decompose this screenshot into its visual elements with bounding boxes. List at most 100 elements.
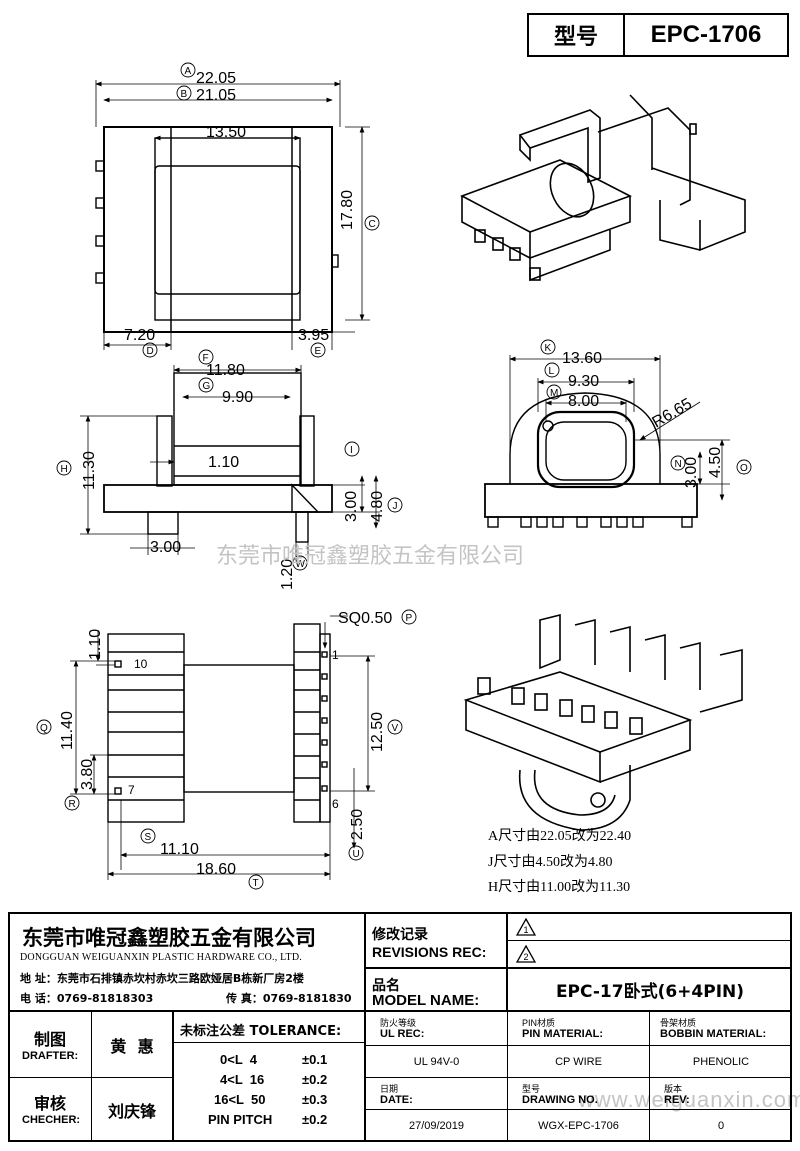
letter-b: B	[181, 89, 188, 100]
note-a: A尺寸由22.05改为22.40	[488, 829, 632, 844]
tol-value-2: ±0.2	[302, 1072, 328, 1087]
letter-r: R	[69, 799, 76, 810]
letter-v: V	[392, 723, 399, 734]
letter-p: P	[406, 613, 413, 624]
checker-label: 审核 CHECHER:	[10, 1078, 92, 1142]
side-view	[80, 365, 380, 560]
technical-drawing: 22.05 21.05 8.00 13.50 17.80 7.20 3.95	[36, 62, 752, 890]
company-fax: 传 真：0769-8181830	[226, 992, 352, 1005]
dim-g: 9.90	[222, 389, 253, 406]
date-en: DATE:	[380, 1094, 413, 1106]
bobbin-mat-en: BOBBIN MATERIAL:	[660, 1028, 767, 1040]
title-block: 东莞市唯冠鑫塑胶五金有限公司 DONGGUAN WEIGUANXIN PLAST…	[8, 912, 792, 1142]
drawing-no-value: WGX-EPC-1706	[508, 1110, 650, 1142]
pin-1: 1	[332, 648, 339, 662]
dim-u: 2.50	[349, 809, 366, 840]
dim-t: 18.60	[196, 861, 236, 878]
dim-top-width: 13.50	[206, 124, 246, 141]
dim-3-00: 3.00	[150, 539, 181, 556]
dim-o: 4.50	[707, 447, 724, 478]
dim-h: 11.30	[81, 451, 98, 490]
tol-range-1: 0<L 4	[220, 1052, 257, 1067]
bobbin-mat-cn: 骨架材质	[660, 1018, 697, 1028]
dim-q: 11.40	[59, 711, 76, 750]
letter-m: M	[550, 388, 558, 399]
dim-k: 13.60	[562, 350, 602, 367]
company-name-cn: 东莞市唯冠鑫塑胶五金有限公司	[22, 926, 316, 950]
dim-c: 17.80	[339, 190, 356, 230]
revision-row-1: 1	[508, 914, 792, 941]
revision-row-2: 2	[508, 941, 792, 969]
company-watermark: 东莞市唯冠鑫塑胶五金有限公司	[216, 544, 525, 569]
letter-o: O	[740, 463, 748, 474]
note-h: H尺寸由11.00改为11.30	[488, 880, 631, 895]
pin-7: 7	[128, 783, 135, 797]
company-name-en: DONGGUAN WEIGUANXIN PLASTIC HARDWARE CO.…	[20, 952, 302, 963]
dim-f: 11.80	[206, 362, 245, 379]
isometric-view-top	[460, 94, 746, 282]
drawing-cn: 型号	[522, 1084, 541, 1094]
drawing-no-label: 型号 DRAWING NO.	[508, 1078, 650, 1110]
revision-triangle-icon-2: 2	[516, 945, 536, 963]
dim-r: R6.65	[650, 395, 696, 431]
revision-triangle-icon: 1	[516, 918, 536, 936]
tol-range-4: PIN PITCH	[208, 1112, 273, 1127]
model-label: 型号	[529, 15, 625, 55]
dim-p: SQ0.50	[338, 610, 392, 627]
drafter-cn: 制图	[34, 1030, 67, 1049]
drawing-en: DRAWING NO.	[522, 1094, 598, 1106]
dim-1-10: 1.10	[208, 454, 239, 471]
dim-d: 7.20	[124, 327, 155, 344]
revisions-label: 修改记录 REVISIONS REC:	[366, 914, 508, 969]
dim-l: 9.30	[568, 373, 599, 390]
rev-value: 0	[717, 1120, 725, 1132]
rev-1: 1	[524, 925, 529, 935]
dim-v: 12.50	[369, 712, 386, 752]
tolerance-block: 未标注公差 TOLERANCE: 0<L 4 ±0.1 4<L 16 ±0.2 …	[174, 1012, 366, 1142]
pin-material-value: CP WIRE	[508, 1046, 650, 1078]
isometric-view-bottom	[463, 613, 743, 831]
ul-en: UL REC:	[380, 1028, 425, 1040]
letter-d: D	[147, 346, 154, 357]
pin-10: 10	[134, 657, 148, 671]
dim-w: 1.20	[279, 559, 296, 590]
rev-en: REV:	[664, 1094, 690, 1106]
tol-range-2: 4<L 16	[220, 1072, 265, 1087]
letter-k: K	[545, 343, 552, 354]
dim-i: 3.00	[343, 491, 360, 522]
dimension-letters: A B C D E F G H I J K L M N O P Q R S T …	[36, 62, 752, 890]
checker-en: CHECHER:	[22, 1114, 81, 1126]
checker-cn: 审核	[34, 1094, 67, 1113]
pin-material-label: PIN材质 PIN MATERIAL:	[508, 1012, 650, 1046]
dim-a: 22.05	[196, 70, 236, 87]
pin-mat-en: PIN MATERIAL:	[522, 1028, 604, 1040]
dim-1-10-b: 1.10	[87, 629, 104, 660]
model-header: 型号 EPC-1706	[527, 13, 789, 57]
note-j: J尺寸由4.50改为4.80	[488, 855, 613, 870]
rev-cn: 版本	[664, 1084, 683, 1094]
ul-label: 防火等级 UL REC:	[366, 1012, 508, 1046]
company-phone: 电 话：0769-81818303	[20, 992, 154, 1005]
drafter-label: 制图 DRAFTER:	[10, 1012, 92, 1078]
letter-c: C	[369, 219, 376, 230]
dim-3-80: 3.80	[79, 759, 96, 790]
dim-s: 11.10	[160, 841, 199, 858]
company-info: 东莞市唯冠鑫塑胶五金有限公司 DONGGUAN WEIGUANXIN PLAST…	[10, 914, 366, 1012]
model-value: EPC-1706	[650, 21, 762, 48]
letter-g: G	[203, 381, 211, 392]
date-cn: 日期	[380, 1084, 399, 1094]
letter-i: I	[350, 445, 353, 456]
model-name-cn: 品名	[372, 978, 400, 994]
tol-value-4: ±0.2	[302, 1112, 328, 1127]
end-view	[484, 355, 730, 528]
bobbin-material-label: 骨架材质 BOBBIN MATERIAL:	[650, 1012, 792, 1046]
revisions-en: REVISIONS REC:	[372, 944, 487, 960]
letter-e: E	[315, 346, 322, 357]
company-address: 地 址：东莞市石排镇赤坎村赤坎三路欧娅居B栋新厂房2楼	[20, 972, 304, 985]
bobbin-material-value: PHENOLIC	[650, 1046, 792, 1078]
dim-e: 3.95	[298, 327, 329, 344]
letter-w: W	[296, 559, 306, 570]
drafter-name: 黄 惠	[92, 1012, 174, 1078]
letter-l: L	[549, 366, 555, 377]
dim-m: 8.00	[568, 393, 599, 410]
